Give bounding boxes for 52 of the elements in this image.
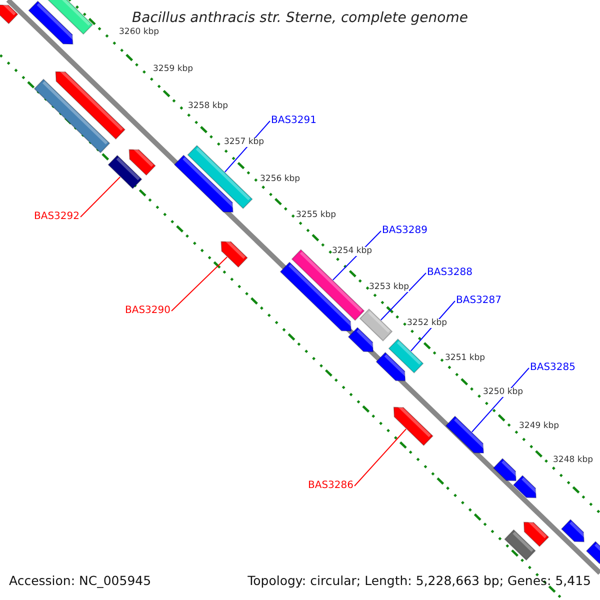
scale-label: 3254 kbp bbox=[332, 247, 372, 256]
gene-feature bbox=[348, 326, 376, 352]
scale-label: 3258 kbp bbox=[188, 102, 228, 110]
leader-line bbox=[80, 176, 121, 218]
scale-label: 3255 kbp bbox=[296, 211, 336, 220]
leader-line bbox=[171, 256, 228, 312]
gene-label: BAS3290 bbox=[125, 306, 170, 316]
gene-feature bbox=[174, 154, 236, 213]
scale-label: 3248 kbp bbox=[553, 456, 594, 464]
gene-feature bbox=[28, 0, 76, 45]
gene-feature bbox=[55, 68, 126, 140]
scale-label: 3249 kbp bbox=[519, 422, 560, 430]
scale-label: 3256 kbp bbox=[260, 175, 300, 184]
gene-feature bbox=[492, 458, 519, 482]
gene-feature bbox=[34, 78, 110, 154]
gene-feature bbox=[280, 262, 354, 332]
gene-feature bbox=[376, 352, 408, 382]
scale-label: 3251 kbp bbox=[445, 354, 486, 362]
gene-feature bbox=[128, 146, 156, 176]
gene-label: BAS3286 bbox=[308, 481, 354, 491]
gene-feature bbox=[388, 338, 424, 374]
gene-feature bbox=[523, 519, 550, 548]
scale-label: 3260 kbp bbox=[119, 28, 160, 36]
gene-label: BAS3288 bbox=[427, 268, 472, 278]
gene-feature bbox=[187, 144, 253, 210]
gene-label: BAS3291 bbox=[271, 116, 316, 126]
gene-feature bbox=[220, 238, 248, 268]
gene-feature bbox=[393, 404, 434, 446]
gene-feature bbox=[0, 2, 18, 24]
gene-label: BAS3285 bbox=[530, 363, 576, 373]
scale-label: 3257 kbp bbox=[224, 138, 264, 146]
gene-feature bbox=[108, 154, 142, 190]
scale-label: 3252 kbp bbox=[407, 319, 448, 328]
gene-feature bbox=[359, 308, 393, 342]
gene-feature bbox=[504, 529, 536, 561]
gene-feature bbox=[560, 518, 587, 542]
scale-label: 3250 kbp bbox=[483, 388, 524, 396]
scale-label: 3259 kbp bbox=[153, 65, 194, 74]
footer-text: Accession: NC_005945 bbox=[9, 575, 152, 588]
gene-feature bbox=[445, 416, 486, 454]
leader-line bbox=[354, 428, 407, 486]
footer-text: Topology: circular; Length: 5,228,663 bp; Genes: 5,415 bbox=[248, 575, 591, 588]
gene-label: BAS3292 bbox=[34, 212, 80, 222]
gene-label: BAS3289 bbox=[382, 226, 428, 236]
gene-label: BAS3287 bbox=[456, 296, 502, 306]
leader-line bbox=[471, 368, 530, 432]
gene-feature bbox=[46, 0, 94, 35]
title: Bacillus anthracis str. Sterne, complete genome bbox=[131, 11, 469, 25]
gene-feature bbox=[586, 540, 600, 564]
scale-label: 3253 kbp bbox=[369, 283, 410, 292]
leader-line bbox=[380, 272, 426, 320]
gene-feature bbox=[512, 474, 539, 498]
